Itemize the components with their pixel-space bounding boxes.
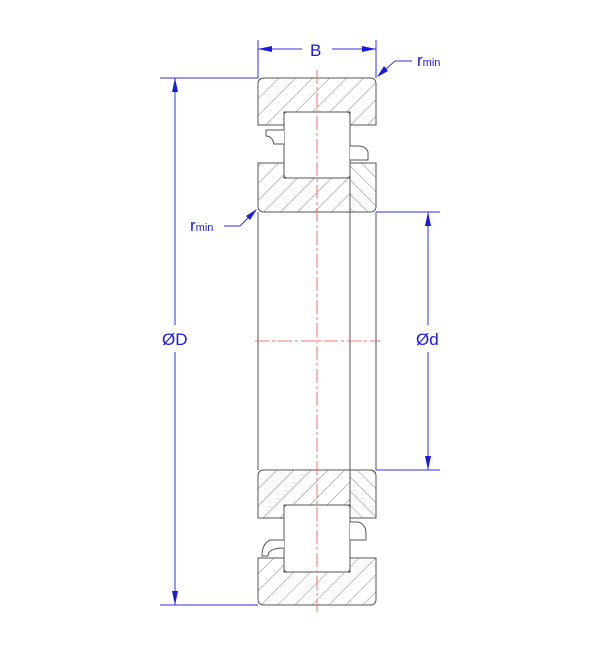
inner-ring-rib-top <box>349 162 377 213</box>
svg-text:rmin: rmin <box>417 51 440 70</box>
bore-diameter-dimension: Ød <box>376 211 440 471</box>
outer-diameter-label: ØD <box>162 330 188 349</box>
svg-text:rmin: rmin <box>190 216 213 235</box>
radius-label-main: r <box>417 51 423 70</box>
radius-callout-inner: rmin <box>190 209 257 235</box>
radius-label-main-2: r <box>190 216 196 235</box>
cage-bottom-left <box>261 539 285 557</box>
cage-top-right <box>350 145 369 161</box>
top-section <box>257 77 377 213</box>
inner-ring-rib-bottom <box>349 469 377 519</box>
cage-bottom-right <box>350 521 367 541</box>
radius-label-sub: min <box>423 57 441 69</box>
width-dimension: B <box>257 40 377 78</box>
radius-callout-outer: rmin <box>377 51 440 77</box>
bore-diameter-label: Ød <box>416 330 439 349</box>
cage-top-left <box>265 129 284 145</box>
radius-label-sub-2: min <box>196 222 214 234</box>
outer-diameter-dimension: ØD <box>160 77 258 606</box>
width-label: B <box>310 41 321 60</box>
